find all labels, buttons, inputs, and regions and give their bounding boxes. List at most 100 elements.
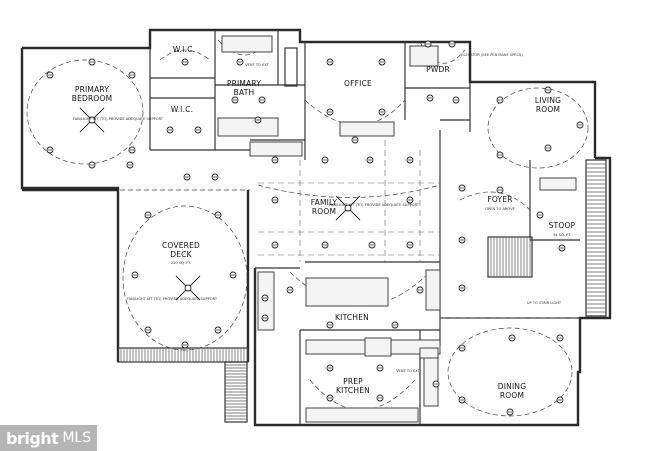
recessed-light bbox=[326, 58, 334, 66]
recessed-light bbox=[458, 184, 466, 192]
recessed-light bbox=[536, 211, 544, 219]
recessed-light bbox=[458, 396, 466, 404]
recessed-light bbox=[236, 58, 244, 66]
recessed-light bbox=[406, 196, 414, 204]
recessed-light bbox=[366, 156, 374, 164]
recessed-light bbox=[46, 71, 54, 79]
label-primary-bedroom-2: BEDROOM bbox=[72, 94, 113, 103]
label-foyer: FOYER bbox=[487, 195, 512, 204]
recessed-light bbox=[376, 394, 384, 402]
note-fan-deck: FAN/LIGHT KIT (TO) PROVIDE ADEQUATE SUPP… bbox=[127, 297, 218, 301]
recessed-light bbox=[496, 96, 504, 104]
recessed-light bbox=[166, 126, 174, 134]
label-office: OFFICE bbox=[344, 79, 372, 88]
label-living-1: LIVING bbox=[535, 96, 561, 105]
recessed-light bbox=[406, 156, 414, 164]
recessed-light bbox=[131, 271, 139, 279]
recessed-light bbox=[376, 364, 384, 372]
recessed-light bbox=[231, 96, 239, 104]
ceiling-fan-bedroom bbox=[79, 107, 105, 133]
note-stoop-area: 34 SQ. FT. bbox=[553, 233, 571, 237]
recessed-light bbox=[368, 241, 376, 249]
label-primary-bath-2: BATH bbox=[234, 88, 255, 97]
recessed-light bbox=[271, 241, 279, 249]
label-family-1: FAMILY bbox=[311, 198, 338, 207]
recessed-light bbox=[254, 116, 262, 124]
recessed-light bbox=[424, 40, 432, 48]
label-pwdr: PWDR bbox=[426, 65, 450, 74]
recessed-light bbox=[261, 314, 269, 322]
interior-walls bbox=[149, 30, 580, 425]
recessed-light bbox=[229, 271, 237, 279]
recessed-light bbox=[458, 344, 466, 352]
note-fan-family: FAN/LIGHT KIT (TO) PROVIDE ADEQUATE SUPP… bbox=[329, 203, 420, 207]
recessed-light bbox=[183, 173, 191, 181]
recessed-light bbox=[126, 161, 134, 169]
recessed-light bbox=[261, 294, 269, 302]
label-stoop: STOOP bbox=[549, 221, 576, 230]
note-foyer-open: OPEN TO ABOVE bbox=[485, 207, 515, 211]
recessed-light bbox=[506, 408, 514, 416]
recessed-light bbox=[181, 341, 189, 349]
note-elevator: ELEVATOR (SEE PER MANF SPECS) bbox=[461, 53, 523, 57]
note-vent-ext-1: VENT TO EXT bbox=[245, 63, 270, 67]
brightmls-watermark: bright MLS bbox=[0, 425, 98, 451]
label-dining-1: DINING bbox=[498, 382, 526, 391]
plan-notes: ELEVATOR (SEE PER MANF SPECS) FAN/LIGHT … bbox=[73, 53, 571, 373]
deck-railing-hatch bbox=[117, 47, 607, 423]
note-up-stair: UP TO STAIR LIGHT bbox=[527, 301, 562, 305]
recessed-light bbox=[194, 126, 202, 134]
recessed-light bbox=[326, 321, 334, 329]
recessed-light bbox=[211, 173, 219, 181]
recessed-light bbox=[128, 71, 136, 79]
recessed-light bbox=[544, 144, 552, 152]
label-kitchen: KITCHEN bbox=[335, 313, 369, 322]
electrical-wiring bbox=[26, 39, 589, 417]
note-vent-ext-2: VENT TO EXT bbox=[396, 369, 421, 373]
label-living-2: ROOM bbox=[536, 105, 560, 114]
recessed-light bbox=[181, 58, 189, 66]
recessed-light bbox=[144, 326, 152, 334]
recessed-light bbox=[326, 394, 334, 402]
recessed-light bbox=[326, 108, 334, 116]
recessed-light bbox=[426, 94, 434, 102]
recessed-light bbox=[144, 211, 152, 219]
label-primary-bath-1: PRIMARY bbox=[227, 79, 261, 88]
recessed-light bbox=[128, 146, 136, 154]
label-wic-1: W.I.C. bbox=[173, 45, 195, 54]
recessed-light bbox=[458, 284, 466, 292]
recessed-light bbox=[286, 286, 294, 294]
recessed-light bbox=[544, 86, 552, 94]
label-primary-bedroom-1: PRIMARY bbox=[75, 85, 109, 94]
label-prep-kitchen-2: KITCHEN bbox=[336, 386, 370, 395]
recessed-light bbox=[258, 96, 266, 104]
recessed-light bbox=[416, 286, 424, 294]
room-labels: PRIMARY BEDROOM W.I.C. W.I.C. PRIMARY BA… bbox=[72, 45, 576, 400]
recessed-light bbox=[88, 161, 96, 169]
recessed-light bbox=[214, 211, 222, 219]
recessed-light bbox=[378, 108, 386, 116]
watermark-suffix: MLS bbox=[62, 430, 92, 446]
recessed-light bbox=[406, 241, 414, 249]
recessed-light bbox=[556, 396, 564, 404]
recessed-light bbox=[321, 241, 329, 249]
recessed-light bbox=[271, 196, 279, 204]
label-family-2: ROOM bbox=[312, 207, 336, 216]
recessed-lights bbox=[46, 40, 584, 416]
recessed-light bbox=[496, 186, 504, 194]
recessed-light bbox=[214, 326, 222, 334]
recessed-light bbox=[452, 96, 460, 104]
note-deck-area: 220 SQ. FT. bbox=[171, 261, 191, 265]
ceiling-fan-family bbox=[335, 195, 361, 221]
recessed-light bbox=[556, 334, 564, 342]
label-prep-kitchen-1: PREP bbox=[343, 377, 363, 386]
watermark-brand: bright bbox=[6, 428, 59, 448]
recessed-light bbox=[508, 334, 516, 342]
label-wic-2: W.I.C. bbox=[171, 105, 193, 114]
ceiling-grid bbox=[258, 140, 580, 319]
recessed-light bbox=[321, 156, 329, 164]
label-dining-2: ROOM bbox=[500, 391, 524, 400]
recessed-light bbox=[496, 151, 504, 159]
